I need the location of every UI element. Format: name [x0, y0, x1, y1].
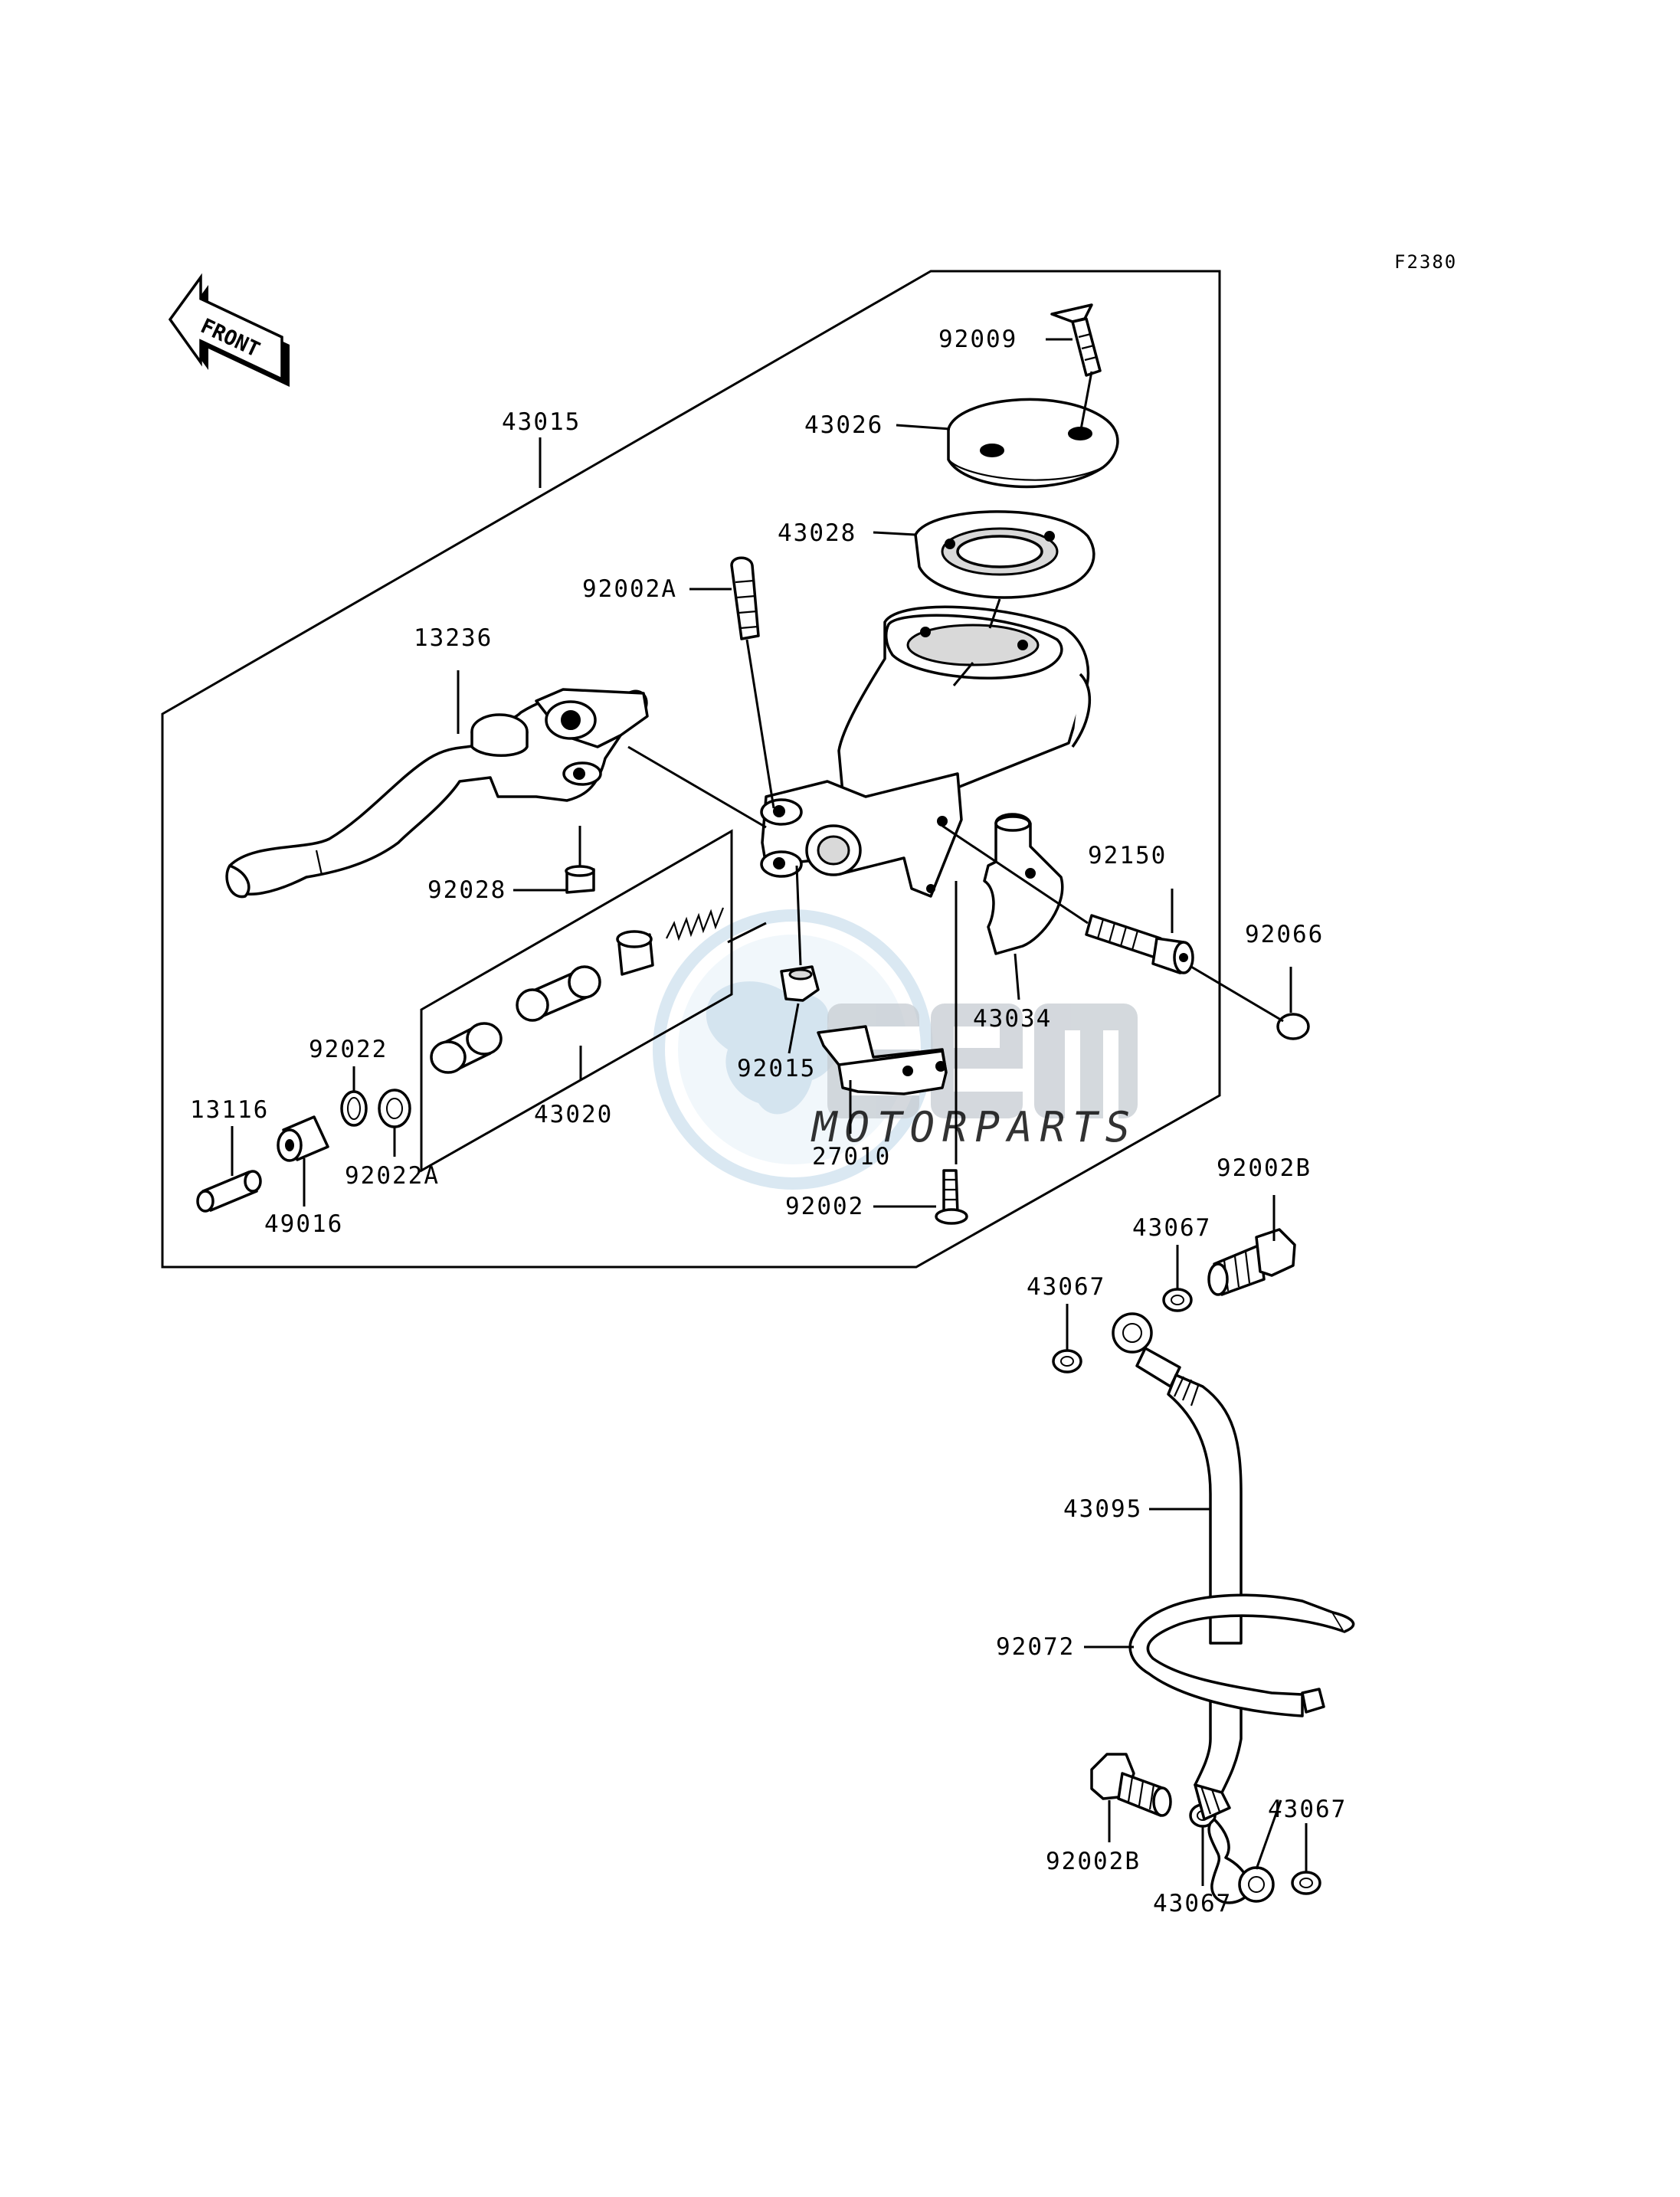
label-92002B-bottom: 92002B: [1046, 1848, 1141, 1875]
washer-43067-d: [1291, 1871, 1321, 1895]
label-92002: 92002: [785, 1193, 864, 1220]
label-43015: 43015: [502, 408, 581, 436]
label-92066: 92066: [1245, 921, 1324, 948]
lever-13236: [225, 688, 649, 899]
collar-92028: [565, 865, 595, 894]
banjo-bolt-92002B-bottom: [1090, 1753, 1172, 1817]
label-92072: 92072: [996, 1633, 1075, 1661]
label-92028: 92028: [427, 876, 506, 904]
cup-small: [616, 930, 654, 976]
spring: [666, 907, 725, 941]
washer-92022A: [378, 1089, 411, 1128]
bolt-92150: [1085, 914, 1194, 974]
hose-43095: [1112, 1312, 1275, 1904]
label-43067-c: 43067: [1153, 1890, 1232, 1917]
pin-92002A: [730, 556, 760, 640]
washer-43067-a: [1052, 1349, 1082, 1374]
piston: [516, 965, 601, 1022]
figure-code: F2380: [1394, 251, 1457, 273]
label-49016: 49016: [264, 1210, 343, 1238]
label-92022A: 92022A: [345, 1162, 440, 1190]
band-92072: [1128, 1593, 1355, 1717]
cap-92066: [1276, 1013, 1310, 1040]
screw-92009: [1050, 303, 1102, 377]
label-92002B-top: 92002B: [1217, 1154, 1312, 1182]
label-43028: 43028: [778, 519, 856, 547]
label-13116: 13116: [190, 1096, 269, 1124]
master-cylinder-body: [760, 605, 1091, 898]
label-43095: 43095: [1063, 1495, 1142, 1523]
label-43067-a: 43067: [1027, 1273, 1105, 1301]
label-92002A: 92002A: [582, 575, 677, 603]
front-arrow-icon: FRONT: [168, 273, 290, 387]
nut-92015: [780, 965, 820, 1002]
washer-43067-b: [1162, 1288, 1193, 1312]
label-92009: 92009: [938, 326, 1017, 353]
label-43020: 43020: [534, 1101, 613, 1128]
diaphragm-43028: [914, 510, 1095, 599]
part-labels: 92009 43026 43015 43028 92002A 13236 921…: [190, 326, 1347, 1917]
switch-27010: [817, 1025, 948, 1095]
clamp-43034: [983, 813, 1064, 955]
assembly-outline-43015: [161, 270, 1221, 1269]
cap-43026: [947, 398, 1119, 489]
boot-49016: [277, 1115, 329, 1162]
circlip-92022: [340, 1090, 368, 1127]
label-43067-d: 43067: [1268, 1796, 1347, 1823]
cup-large: [430, 1022, 503, 1074]
label-92022: 92022: [309, 1036, 388, 1063]
label-43034: 43034: [973, 1005, 1052, 1033]
banjo-bolt-92002B-top: [1207, 1228, 1296, 1296]
leader-lines: [231, 338, 1308, 1886]
label-27010: 27010: [812, 1143, 891, 1171]
label-92150: 92150: [1088, 842, 1167, 869]
kit-outline-43020: [420, 829, 733, 1173]
watermark-globe: [653, 909, 933, 1190]
label-43026: 43026: [804, 411, 883, 439]
pushrod-13116: [196, 1170, 262, 1213]
screw-92002: [935, 1169, 968, 1225]
label-43067-b: 43067: [1132, 1214, 1211, 1242]
label-92015: 92015: [737, 1055, 816, 1082]
label-13236: 13236: [414, 624, 493, 652]
watermark-tagline: MOTORPARTS: [811, 1103, 1138, 1151]
